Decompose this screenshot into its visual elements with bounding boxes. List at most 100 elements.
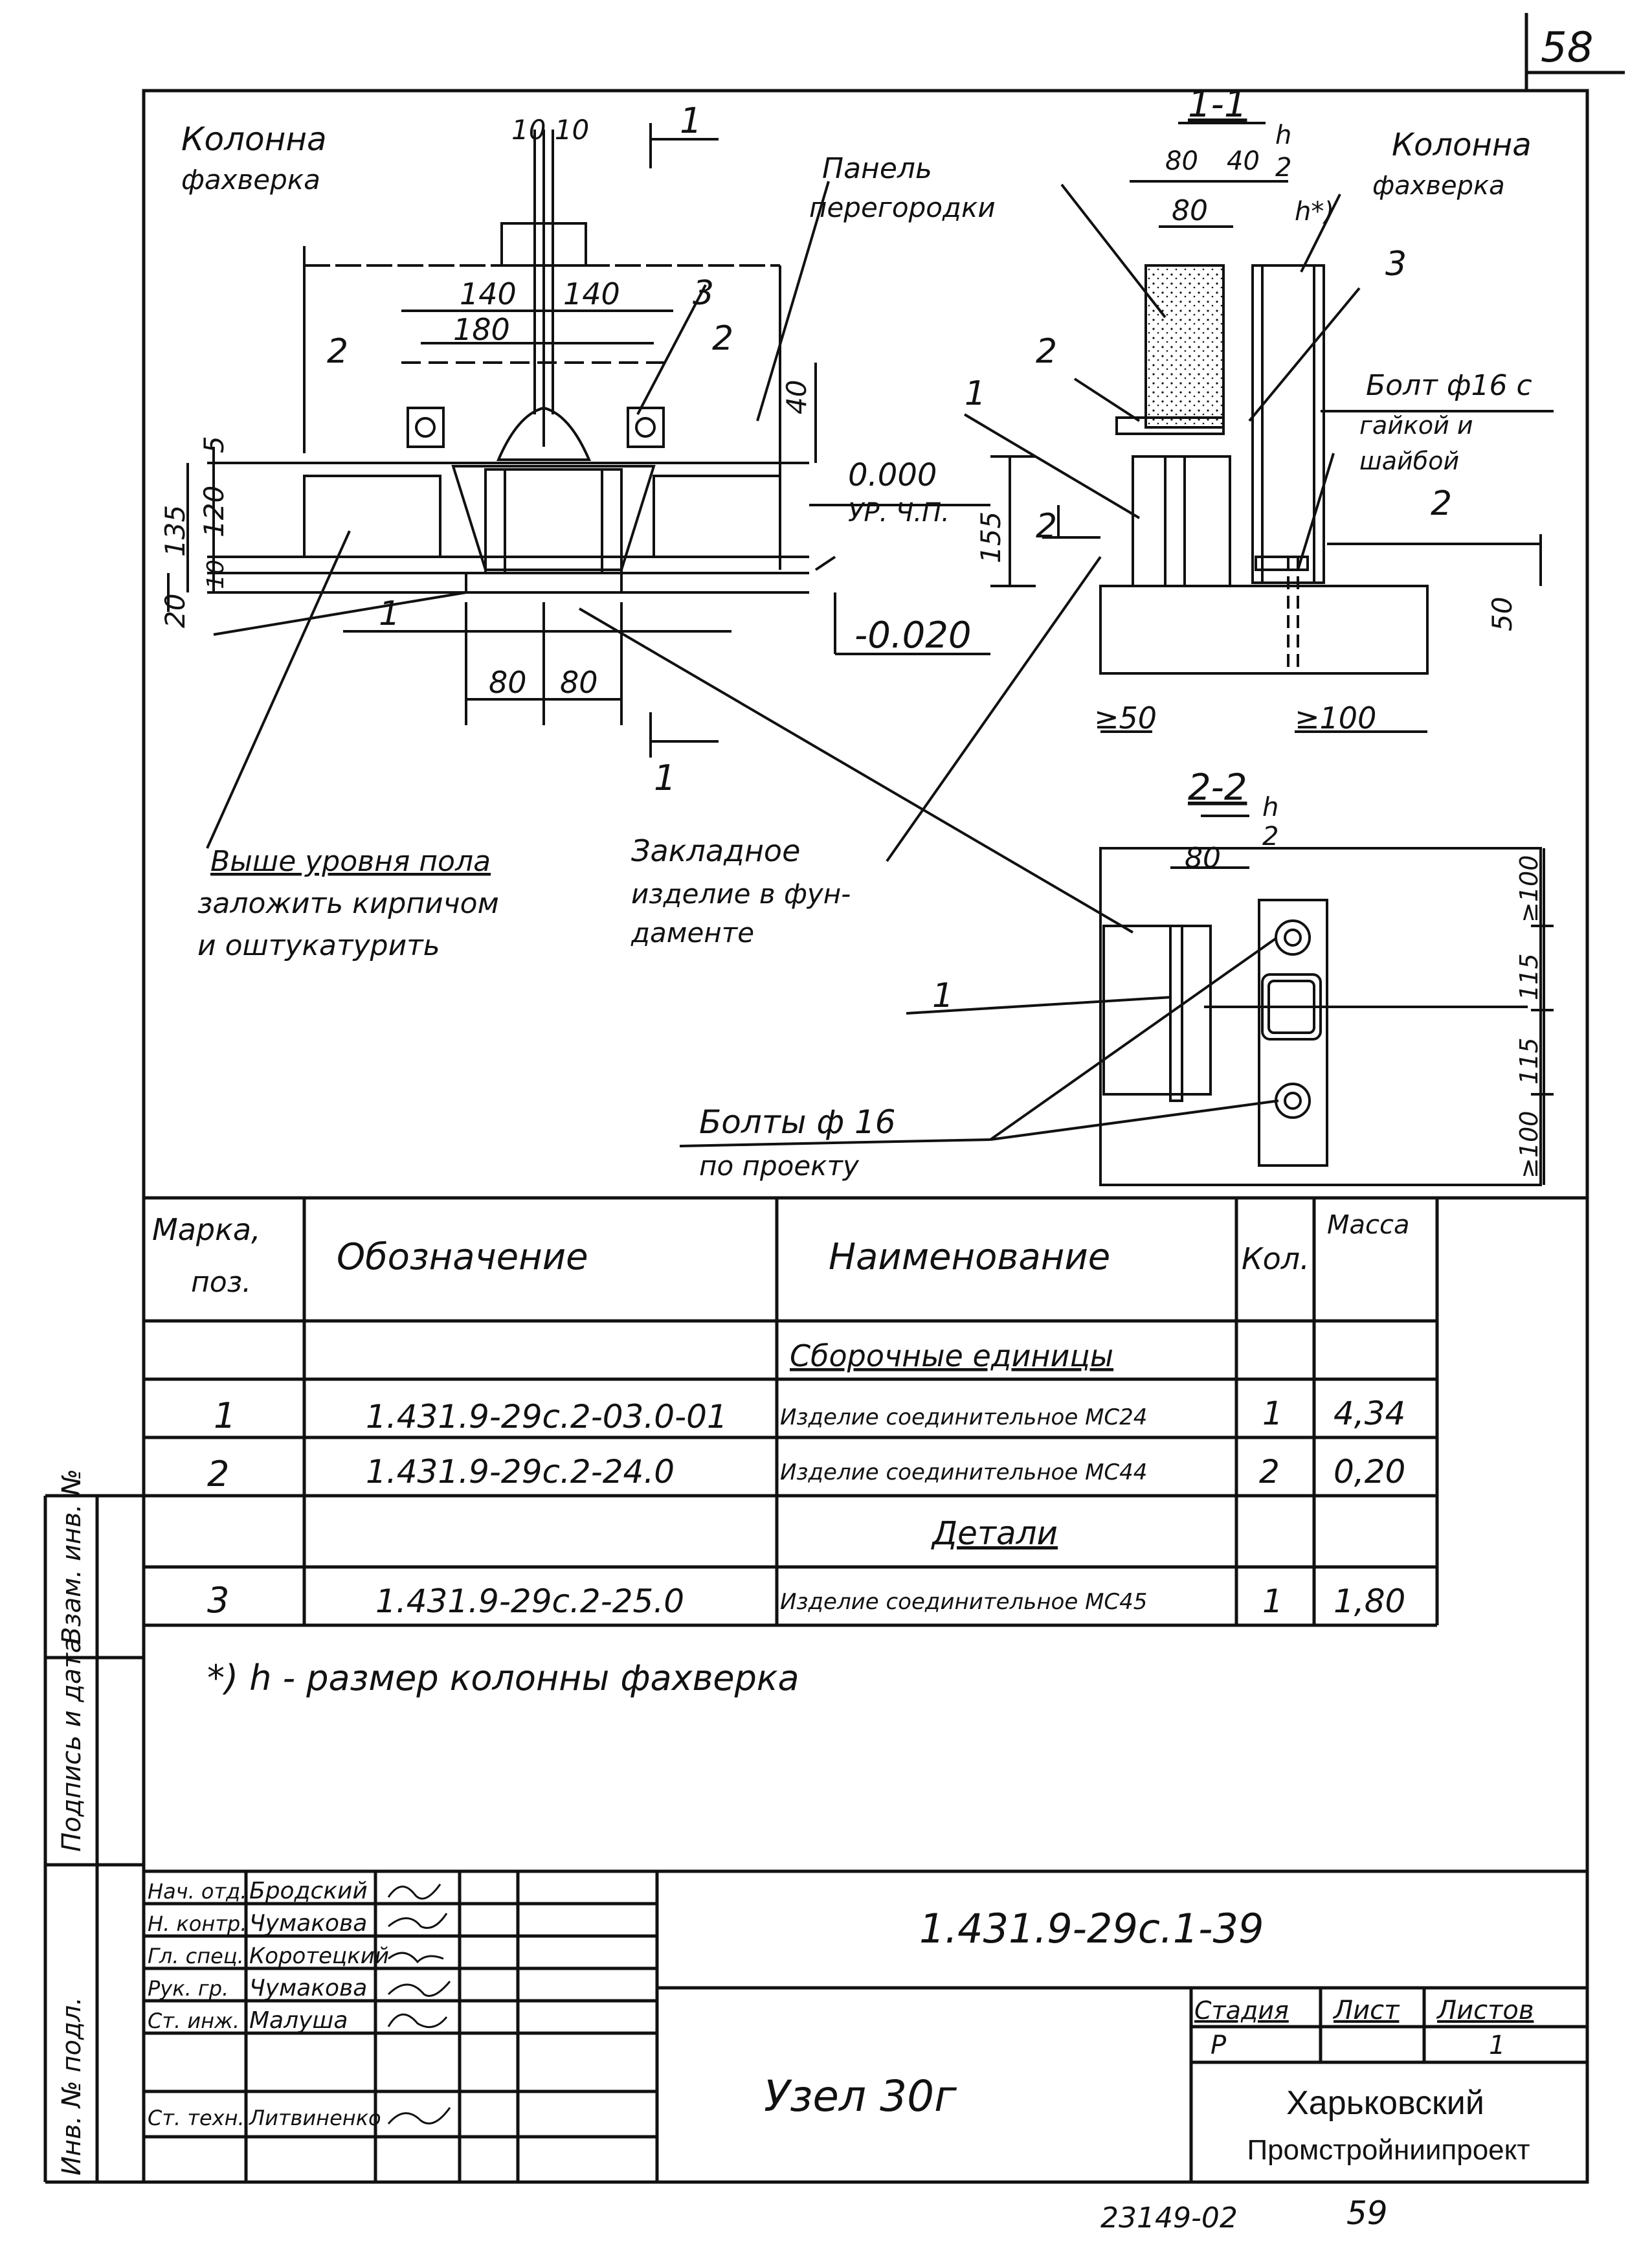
spec-table: Марка, поз. Обозначение Наименование Кол… bbox=[144, 1196, 1587, 1627]
s11-pos-1: 1 bbox=[965, 374, 986, 413]
row3-designation: 1.431.9-29с.2-25.0 bbox=[375, 1582, 684, 1620]
sheets-value: 1 bbox=[1489, 2031, 1505, 2060]
level-zero-value: 0.000 bbox=[848, 457, 937, 493]
role-2: Гл. спец. bbox=[148, 1944, 244, 1968]
column-label-2: фахверка bbox=[181, 164, 320, 196]
title-block-grid bbox=[144, 1869, 1587, 2182]
dim-135: 135 bbox=[159, 505, 191, 557]
dim-140-left: 140 bbox=[460, 276, 517, 311]
bolts-note-2: по проекту bbox=[699, 1150, 860, 1182]
name-3: Чумакова bbox=[249, 1975, 367, 2001]
s11-dim-155: 155 bbox=[975, 512, 1007, 563]
panel-label-1: Панель bbox=[822, 152, 932, 185]
column-label-1: Колонна bbox=[181, 120, 327, 158]
signatures bbox=[387, 1884, 451, 2124]
main-pos-2-right: 2 bbox=[712, 319, 733, 358]
stage-label: Стадия bbox=[1194, 1996, 1289, 2025]
row2-qty: 2 bbox=[1259, 1453, 1280, 1491]
bolts-note-1: Болты ф 16 bbox=[699, 1103, 896, 1141]
section-mark-bottom: 1 bbox=[654, 758, 676, 798]
sheets-label: Листов bbox=[1436, 1996, 1534, 2025]
side-stamp-sign: Подпись и дата bbox=[57, 1638, 87, 1852]
bolt-note-1: Болт ф16 с bbox=[1366, 369, 1532, 402]
s11-h-note: h*) bbox=[1295, 197, 1334, 227]
side-stamp-replace: Взам. инв. № bbox=[57, 1469, 87, 1645]
level-zero-label: УР. Ч.П. bbox=[848, 498, 950, 528]
th-name: Наименование bbox=[829, 1236, 1110, 1278]
s11-dim-50: 50 bbox=[1486, 597, 1518, 631]
s11-dim-h-den: 2 bbox=[1275, 153, 1291, 183]
row3-qty: 1 bbox=[1262, 1582, 1283, 1620]
sheet-label: Лист bbox=[1332, 1996, 1400, 2025]
dim-10: 10 bbox=[203, 559, 229, 589]
role-3: Рук. гр. bbox=[148, 1976, 229, 2001]
section-mark-top: 1 bbox=[680, 100, 702, 141]
panel-label-2: перегородки bbox=[809, 192, 996, 223]
row2-name: Изделие соединительное МС44 bbox=[780, 1459, 1147, 1485]
s11-dim-ge100: ≥100 bbox=[1295, 701, 1376, 736]
s11-pos-3: 3 bbox=[1385, 245, 1407, 284]
org-name-1: Харьковский bbox=[1286, 2084, 1484, 2122]
s11-dim-ge50: ≥50 bbox=[1094, 701, 1157, 736]
row1-qty: 1 bbox=[1262, 1395, 1283, 1432]
section-1-1-lines bbox=[963, 122, 1554, 733]
signature-2 bbox=[388, 1952, 444, 1964]
org-name-2: Промстройниипроект bbox=[1247, 2134, 1530, 2166]
dim-140-right: 140 bbox=[563, 276, 620, 311]
dim-80-left: 80 bbox=[489, 665, 527, 700]
s22-dim-ge100-bottom: ≥100 bbox=[1515, 1111, 1543, 1178]
sheet-frame bbox=[43, 13, 1625, 2184]
group-details: Детали bbox=[931, 1515, 1058, 1552]
s11-dim-h-num: h bbox=[1275, 120, 1291, 150]
s22-dim-80: 80 bbox=[1185, 842, 1221, 875]
s11-column-label-1: Колонна bbox=[1392, 127, 1532, 163]
dim-20: 20 bbox=[159, 594, 191, 628]
s22-dim-115-bottom: 115 bbox=[1515, 1037, 1543, 1085]
bolt-note-2: гайкой и bbox=[1359, 411, 1473, 440]
role-6: Ст. техн. bbox=[148, 2106, 245, 2130]
group-assemblies: Сборочные единицы bbox=[790, 1338, 1113, 1373]
th-designation: Обозначение bbox=[337, 1236, 588, 1278]
th-qty: Кол. bbox=[1242, 1241, 1310, 1276]
section-1-1-title: 1-1 bbox=[1188, 84, 1247, 126]
signature-6 bbox=[387, 2107, 451, 2124]
row1-pos: 1 bbox=[214, 1395, 236, 1436]
s11-dim-40: 40 bbox=[1227, 146, 1260, 176]
side-stamp-inv: Инв. № подл. bbox=[57, 1997, 87, 2176]
row3-name: Изделие соединительное МС45 bbox=[780, 1589, 1147, 1615]
row2-mass: 0,20 bbox=[1334, 1453, 1405, 1491]
s11-pos-2: 2 bbox=[1036, 332, 1057, 371]
signature-1 bbox=[388, 1913, 448, 1929]
s22-dim-115-top: 115 bbox=[1515, 953, 1543, 1000]
row1-name: Изделие соединительное МС24 bbox=[780, 1404, 1147, 1430]
s22-dim-h-den: 2 bbox=[1262, 822, 1278, 851]
section-2-2-lines bbox=[679, 815, 1554, 1186]
name-2: Коротецкий bbox=[249, 1943, 389, 1969]
dim-180: 180 bbox=[453, 312, 510, 347]
document-code: 1.431.9-29с.1-39 bbox=[919, 1905, 1264, 1952]
cut-mark-left: 2 bbox=[1036, 507, 1057, 546]
row2-designation: 1.431.9-29с.2-24.0 bbox=[366, 1453, 675, 1491]
main-view-lines bbox=[167, 123, 1134, 934]
signature-0 bbox=[387, 1884, 441, 1900]
note-embed-2: изделие в фун- bbox=[631, 878, 851, 910]
node-title: Узел 30г bbox=[764, 2071, 957, 2121]
th-mark-2: поз. bbox=[191, 1266, 251, 1299]
row3-pos: 3 bbox=[207, 1580, 229, 1621]
row2-pos: 2 bbox=[207, 1454, 229, 1494]
dim-40: 40 bbox=[781, 380, 812, 414]
th-mass: Масса bbox=[1327, 1210, 1410, 1240]
dim-80-right: 80 bbox=[560, 665, 598, 700]
name-6: Литвиненко bbox=[249, 2106, 381, 2130]
row1-mass: 4,34 bbox=[1334, 1395, 1405, 1432]
dim-120: 120 bbox=[198, 486, 230, 537]
main-pos-3: 3 bbox=[693, 274, 714, 313]
inventory-code: 23149-02 bbox=[1100, 2202, 1238, 2235]
page-code: 59 bbox=[1346, 2194, 1388, 2232]
sheet-number: 58 bbox=[1541, 24, 1593, 72]
dim-5: 5 bbox=[198, 436, 230, 453]
name-1: Чумакова bbox=[249, 1910, 367, 1937]
s11-dim-80-inner: 80 bbox=[1172, 194, 1208, 227]
